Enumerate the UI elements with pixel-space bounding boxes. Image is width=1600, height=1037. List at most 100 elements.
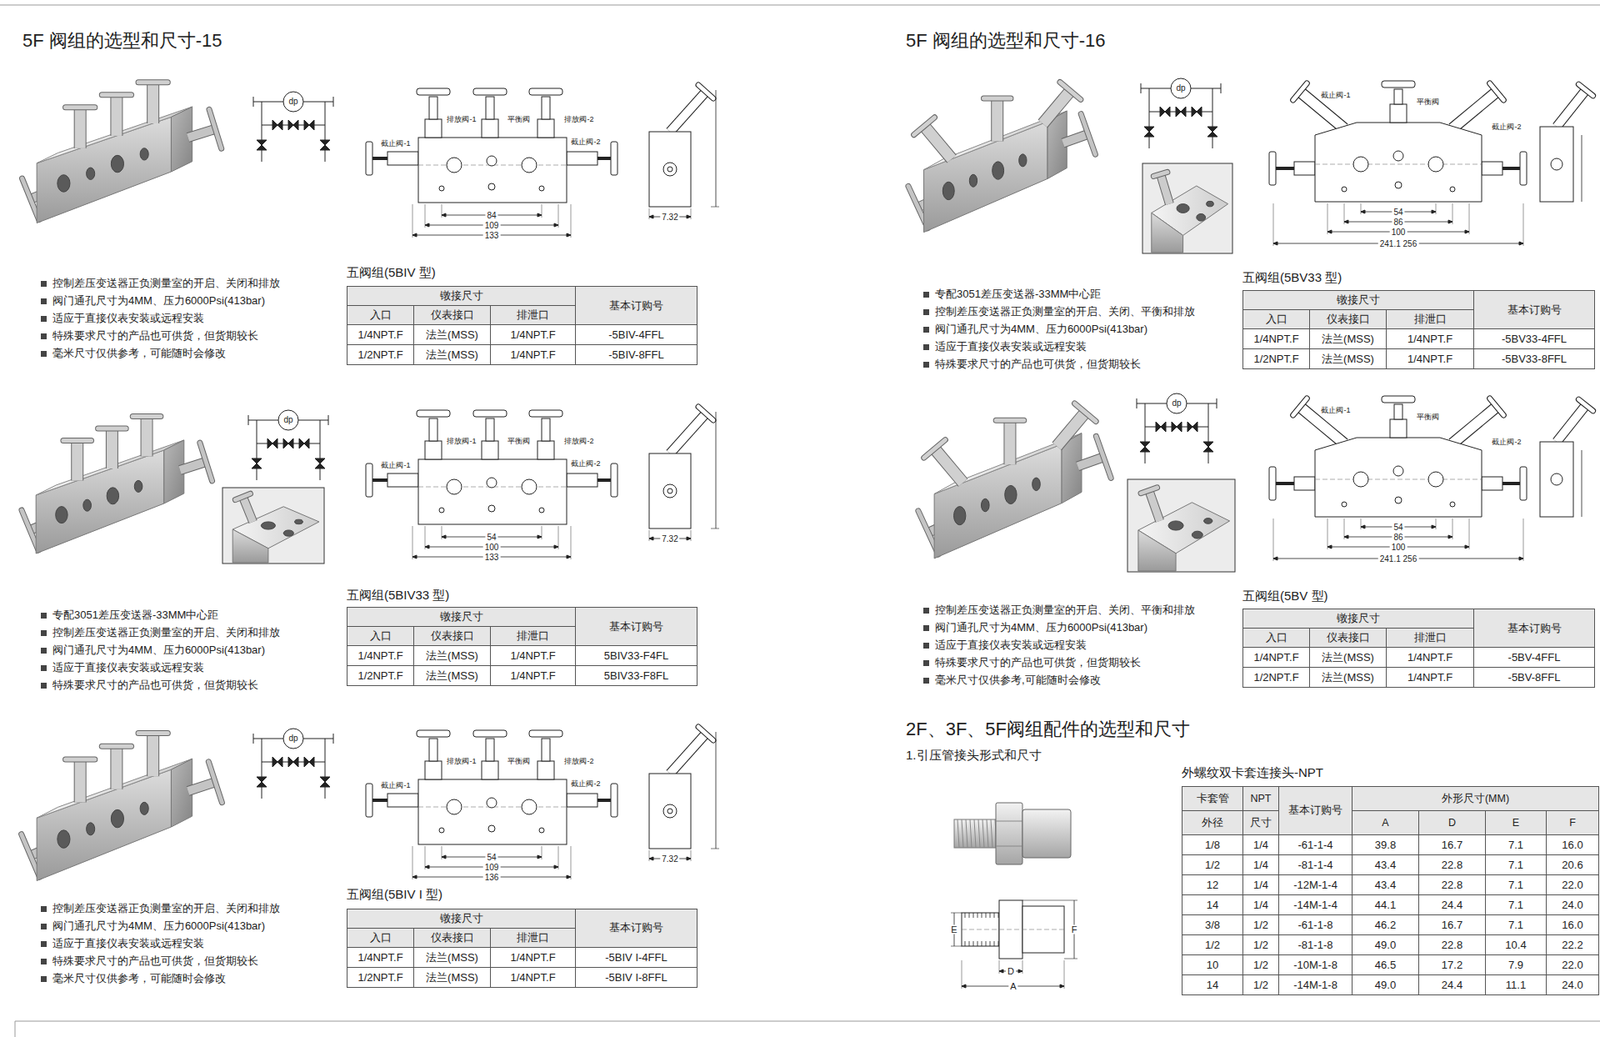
valve-handle: [235, 493, 250, 500]
port-hole: [1353, 156, 1369, 172]
valve-handle: [914, 117, 935, 135]
dimension-letter: F: [1070, 925, 1080, 935]
valve-handle: [473, 730, 507, 737]
manifold-photo: [21, 733, 223, 881]
bullet-text: 适应于直接仪表安装或远程安装: [52, 660, 205, 675]
manifold-body: [649, 773, 691, 849]
bullet-text: 特殊要求尺寸的产品也可供货，但货期较长: [935, 357, 1141, 371]
extension-line: [570, 204, 572, 238]
valve-handle: [132, 413, 161, 420]
table-header: F: [1545, 810, 1600, 835]
extension-line: [1327, 203, 1329, 235]
table-cell: 5BIV33-F8FL: [575, 665, 698, 686]
table-cell: -61-1-4: [1278, 834, 1353, 855]
table-cell: 1/4: [1242, 834, 1280, 855]
dimension-arrow: [961, 984, 966, 988]
extension-line: [1327, 518, 1329, 550]
table-header: 外形尺寸(MM): [1351, 785, 1600, 811]
valve-handle: [698, 85, 714, 99]
table-cell: 1/4NPT.F: [346, 324, 415, 345]
table-header: 卡套管: [1181, 785, 1244, 811]
table-cell: 1/4NPT.F: [490, 344, 576, 365]
pipe-line: [320, 420, 329, 421]
extension-line: [961, 960, 963, 989]
valve-bonnet: [387, 151, 419, 165]
table-header: 镦接尺寸: [346, 285, 576, 306]
table-header: 基本订购号: [575, 606, 698, 646]
table-cell: 1/8: [1181, 834, 1244, 855]
thread-line: [994, 940, 995, 946]
manifold-body: [649, 131, 691, 207]
dimension-arrow: [649, 215, 654, 219]
valve-handle: [698, 726, 714, 740]
dimension-arrow: [425, 223, 430, 227]
dimension-arrow: [686, 856, 691, 860]
dimension-label: 109: [483, 862, 501, 872]
extension-line: [1435, 203, 1437, 215]
inset-frame: [1142, 163, 1233, 254]
port-hole: [1393, 465, 1404, 476]
table-cell: 1/2: [1242, 934, 1280, 955]
valve-stem: [180, 461, 206, 470]
valve-symbol: [309, 120, 315, 130]
dimension-label: 100: [483, 542, 501, 552]
table-cell: 7.1: [1485, 914, 1547, 935]
table-cell: 1/4: [1242, 894, 1280, 915]
dimension-arrow: [537, 855, 542, 859]
valve-handle: [995, 418, 1024, 423]
dimension-arrow: [554, 545, 559, 549]
valve-symbol: [1155, 421, 1161, 432]
thread-line: [965, 912, 966, 918]
table-cell: 1/2NPT.F: [1242, 666, 1310, 688]
port-hole: [667, 808, 673, 814]
dimension-arrow: [1360, 210, 1365, 214]
pipe-line: [248, 420, 257, 421]
table-header: 仪表接口: [1309, 309, 1387, 330]
table-header: 排泄口: [490, 305, 576, 325]
bullet-marker: [923, 607, 930, 614]
dimension-arrow: [1327, 230, 1332, 234]
valve-bonnet: [1481, 476, 1503, 490]
table-cell: 1/4NPT.F: [1242, 646, 1310, 668]
bullet-text: 特殊要求尺寸的产品也可供货，但货期较长: [52, 954, 259, 968]
bullet-marker: [40, 905, 47, 912]
valve-bonnet: [537, 440, 555, 460]
valve-symbol: [315, 458, 325, 464]
valve-handle: [1490, 83, 1505, 100]
table-cell: -5BV33-4FFL: [1473, 328, 1595, 350]
table-cell: 1/2: [1181, 854, 1244, 875]
dimension-letter: E: [949, 925, 959, 935]
table-cell: 法兰(MSS): [413, 344, 491, 365]
thread-line: [969, 912, 970, 918]
valve-symbol: [1203, 441, 1214, 447]
extension-line: [412, 845, 414, 880]
table-header: 基本订购号: [575, 285, 698, 325]
port-hole: [1450, 186, 1455, 192]
photo-hole: [140, 801, 149, 815]
thread-line: [965, 940, 966, 946]
dimension-arrow: [566, 875, 571, 879]
valve-bonnet: [425, 440, 442, 460]
valve-handle: [208, 761, 222, 803]
photo-block-front: [924, 121, 1048, 233]
table-cell: 1/4NPT.F: [490, 645, 576, 666]
table-cell: 5BIV33-F4FL: [575, 645, 698, 666]
bullet-marker: [923, 344, 930, 350]
valve-symbol: [277, 120, 283, 130]
valve-handle: [1578, 84, 1593, 96]
valve-symbol: [320, 145, 330, 150]
photo-hole: [110, 809, 124, 828]
valve-stem: [110, 95, 122, 136]
thread-line: [969, 940, 970, 946]
table-header: 镦接尺寸: [1242, 290, 1475, 310]
table-cell: 1/2NPT.F: [1242, 348, 1310, 370]
table-cell: 22.0: [1545, 874, 1600, 895]
valve-symbol: [293, 120, 299, 130]
valve-bonnet: [1390, 419, 1407, 438]
valve-name: 平衡阀: [507, 756, 530, 766]
valve-handle: [65, 755, 95, 762]
extension-line: [690, 208, 692, 220]
valve-stem: [75, 759, 86, 803]
dimension-label: 136: [483, 872, 501, 882]
dimension-label: 54: [1391, 207, 1405, 217]
